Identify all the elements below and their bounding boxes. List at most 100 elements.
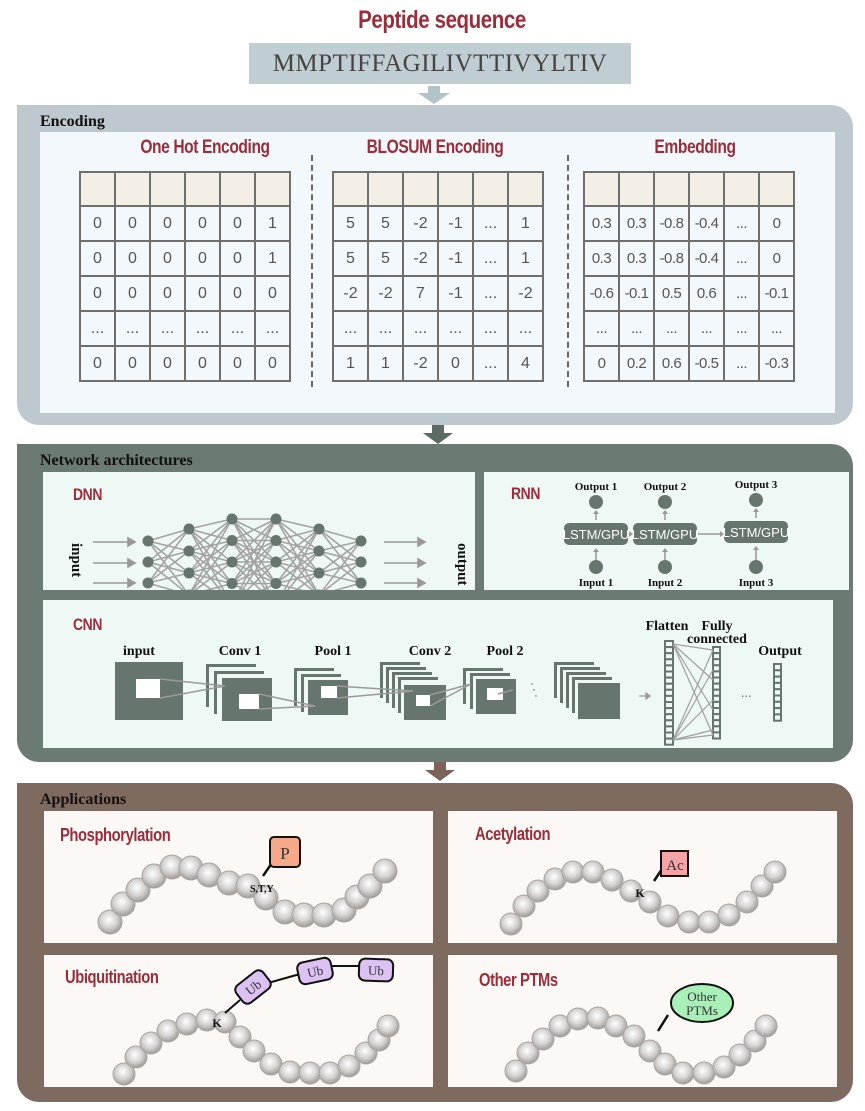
neuron-node — [186, 589, 192, 590]
lstm-cell-label: LSTM/GPU — [563, 527, 629, 542]
peptide-sequence-title: Peptide sequence — [358, 6, 526, 34]
neuron-node — [142, 577, 154, 589]
matrix-header-cell — [688, 171, 725, 207]
dnn-output-label: output — [454, 543, 470, 586]
matrix-cell: 0 — [149, 275, 186, 312]
matrix-cell: 0 — [758, 205, 795, 242]
neuron-node — [270, 535, 282, 546]
matrix-cell: -0.4 — [688, 240, 725, 277]
matrix-cell: 1 — [332, 345, 369, 382]
matrix-cell: 0 — [583, 345, 620, 382]
matrix-cell: 5 — [367, 240, 404, 277]
peptide-sequence-box: MMPTIFFAGILIVTTIVYLTIV — [249, 43, 631, 84]
matrix-header-cell — [149, 171, 186, 207]
neuron-node — [270, 513, 282, 525]
matrix-header-cell — [723, 171, 760, 207]
matrix-header-cell — [402, 171, 439, 207]
output-label: Output — [758, 644, 802, 659]
down-arrow-icon — [423, 425, 453, 444]
matrix-row: .................. — [332, 310, 544, 347]
neuron-node — [355, 535, 367, 547]
matrix-cell: 0.3 — [583, 205, 620, 242]
matrix-cell: ... — [723, 345, 760, 382]
matrix-cell: ... — [472, 310, 509, 347]
cnn-ellipsis: ... — [741, 686, 752, 701]
matrix-cell: 0 — [758, 240, 795, 277]
matrix-header-cell — [254, 171, 291, 207]
matrix-cell: 0 — [184, 240, 221, 277]
acetylation-title: Acetylation — [475, 824, 551, 844]
cnn-stage-pool1: Pool 1 — [315, 644, 352, 659]
matrix-cell: 0.6 — [653, 345, 690, 382]
divider — [567, 155, 569, 387]
rnn-output-label: Output 3 — [735, 479, 778, 491]
matrix-cell: 0 — [79, 205, 116, 242]
matrix-cell: ... — [653, 310, 690, 347]
neuron-node — [183, 567, 195, 579]
matrix-header-cell — [618, 171, 655, 207]
neuron-node — [355, 577, 367, 589]
matrix-cell: ... — [367, 310, 404, 347]
cnn-stage-conv1: Conv 1 — [219, 644, 261, 659]
lstm-cell — [564, 523, 628, 545]
matrix-cell: 0.2 — [618, 345, 655, 382]
matrix-header-cell — [184, 171, 221, 207]
phosphorylation-title: Phosphorylation — [60, 825, 171, 845]
matrix-cell: 0 — [114, 345, 151, 382]
cnn-title: CNN — [73, 615, 102, 634]
matrix-cell: -2 — [507, 275, 544, 312]
lstm-cell-label: LSTM/GPU — [723, 525, 789, 540]
matrix-cell: 0 — [114, 275, 151, 312]
neuron-node — [355, 556, 367, 568]
matrix-cell: 0 — [114, 240, 151, 277]
matrix-cell: 0 — [184, 345, 221, 382]
cnn-stage-conv2: Conv 2 — [409, 644, 451, 659]
fc-label-2: connected — [687, 632, 747, 647]
matrix-header-cell — [507, 171, 544, 207]
matrix-cell: 0 — [184, 275, 221, 312]
matrix-cell: ... — [723, 275, 760, 312]
matrix-cell: 0.6 — [688, 275, 725, 312]
matrix-cell: ... — [618, 310, 655, 347]
rnn-output-node — [589, 495, 603, 509]
matrix-cell: 0.3 — [618, 240, 655, 277]
matrix-cell: ... — [472, 275, 509, 312]
matrix-cell: -0.8 — [653, 240, 690, 277]
neuron-node — [270, 578, 282, 589]
neuron-node — [226, 556, 238, 568]
matrix-cell: ... — [437, 310, 474, 347]
matrix-cell: 0 — [184, 205, 221, 242]
matrix-cell: ... — [472, 240, 509, 277]
dnn-diagram: input output — [68, 513, 470, 590]
matrix-cell: -2 — [402, 345, 439, 382]
neuron-node — [226, 513, 238, 525]
dnn-title: DNN — [73, 485, 102, 504]
cnn-stage-input: input — [123, 644, 155, 659]
divider — [311, 155, 313, 387]
neuron-node — [142, 535, 154, 547]
matrix-cell: ... — [114, 310, 151, 347]
rnn-input-label: Input 3 — [739, 577, 774, 589]
cnn-diagram: ... input Conv 1 Pool 1 Conv 2 Pool 2 Fl… — [115, 619, 802, 746]
matrix-cell: -0.1 — [618, 275, 655, 312]
matrix-header-row — [332, 171, 544, 207]
neuron-node — [313, 567, 325, 579]
matrix-cell: 1 — [254, 205, 291, 242]
matrix-header-cell — [583, 171, 620, 207]
matrix-header-cell — [653, 171, 690, 207]
matrix-cell: ... — [472, 345, 509, 382]
matrix-row: .................. — [79, 310, 291, 347]
matrix-cell: 0 — [79, 240, 116, 277]
matrix-cell: ... — [583, 310, 620, 347]
neuron-node — [313, 523, 325, 535]
cnn-stage-pool2: Pool 2 — [487, 644, 524, 659]
